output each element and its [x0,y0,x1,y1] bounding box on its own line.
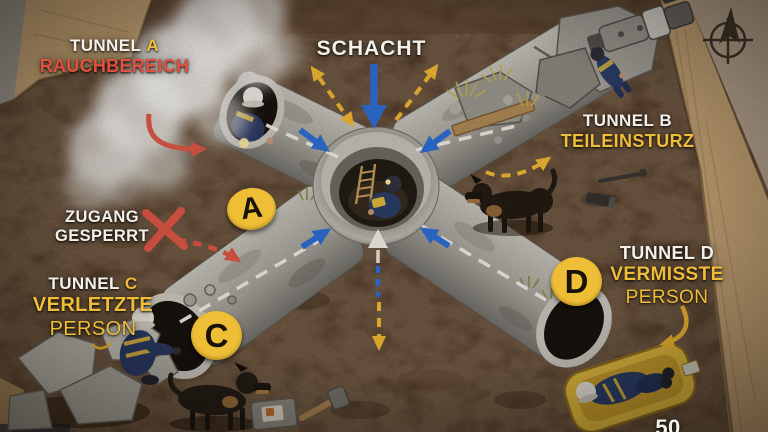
badge-c: C [191,311,242,360]
badge-d: D [551,257,602,306]
